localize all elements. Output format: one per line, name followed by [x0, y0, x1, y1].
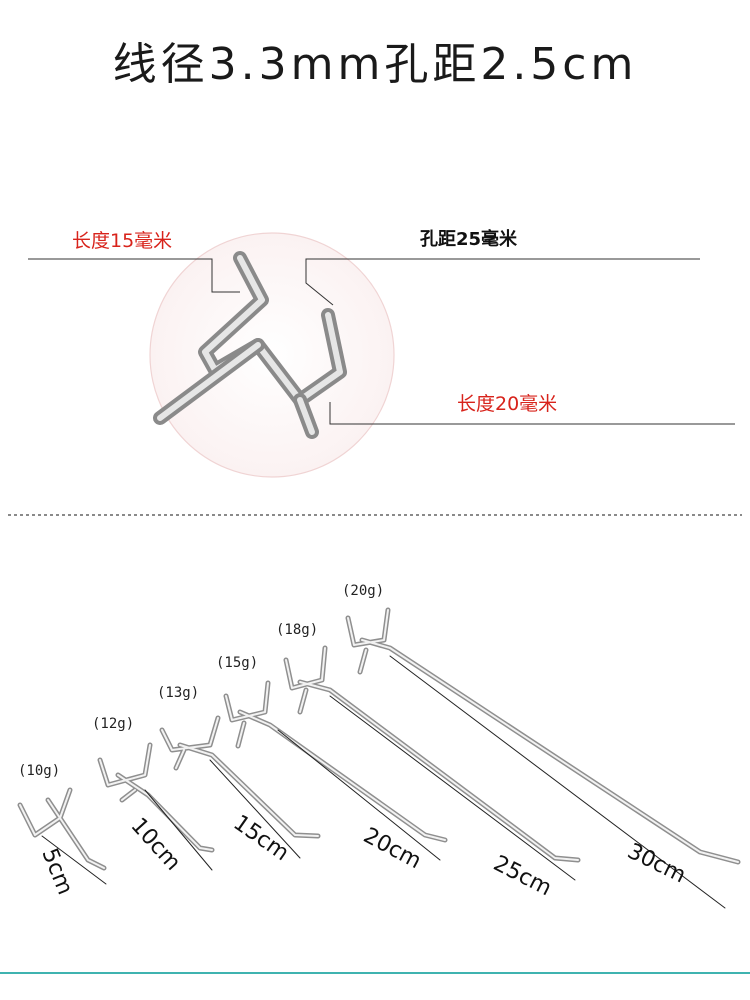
label-hole-spacing: 孔距25毫米 — [420, 228, 518, 250]
zoom-hook-wire — [153, 251, 347, 439]
hook-length-25cm: 25cm — [489, 851, 555, 901]
hook-weight-12g: (12g) — [92, 716, 134, 732]
callout-right-top — [305, 258, 700, 306]
bottom-accent-bar — [0, 972, 750, 974]
hook-length-5cm: 5cm — [36, 845, 77, 898]
hook-25cm — [283, 645, 581, 881]
hook-weight-18g: (18g) — [276, 622, 318, 638]
hook-length-15cm: 15cm — [229, 810, 294, 866]
hook-30cm — [345, 607, 741, 909]
hook-20cm — [223, 680, 448, 861]
hook-weight-15g: (15g) — [216, 655, 258, 671]
hook-5cm — [17, 787, 107, 885]
callout-right-bottom — [329, 402, 735, 425]
hook-weight-20g: (20g) — [342, 583, 384, 599]
detail-zoom: 长度15毫米 孔距25毫米 长度20毫米 — [28, 228, 735, 478]
label-length-20mm: 长度20毫米 — [457, 393, 557, 415]
callout-left — [28, 258, 240, 293]
label-length-15mm: 长度15毫米 — [72, 230, 172, 252]
hook-10cm — [97, 742, 215, 871]
page-title: 线径3.3mm孔距2.5cm — [112, 39, 638, 90]
hook-length-30cm: 30cm — [623, 839, 689, 888]
hook-15cm — [159, 715, 321, 859]
hook-weight-13g: (13g) — [157, 685, 199, 701]
hook-weight-10g: (10g) — [18, 763, 60, 779]
hooks-group: (10g) 5cm (12g) 10cm (13g) 15cm (15g) 20… — [17, 583, 741, 909]
